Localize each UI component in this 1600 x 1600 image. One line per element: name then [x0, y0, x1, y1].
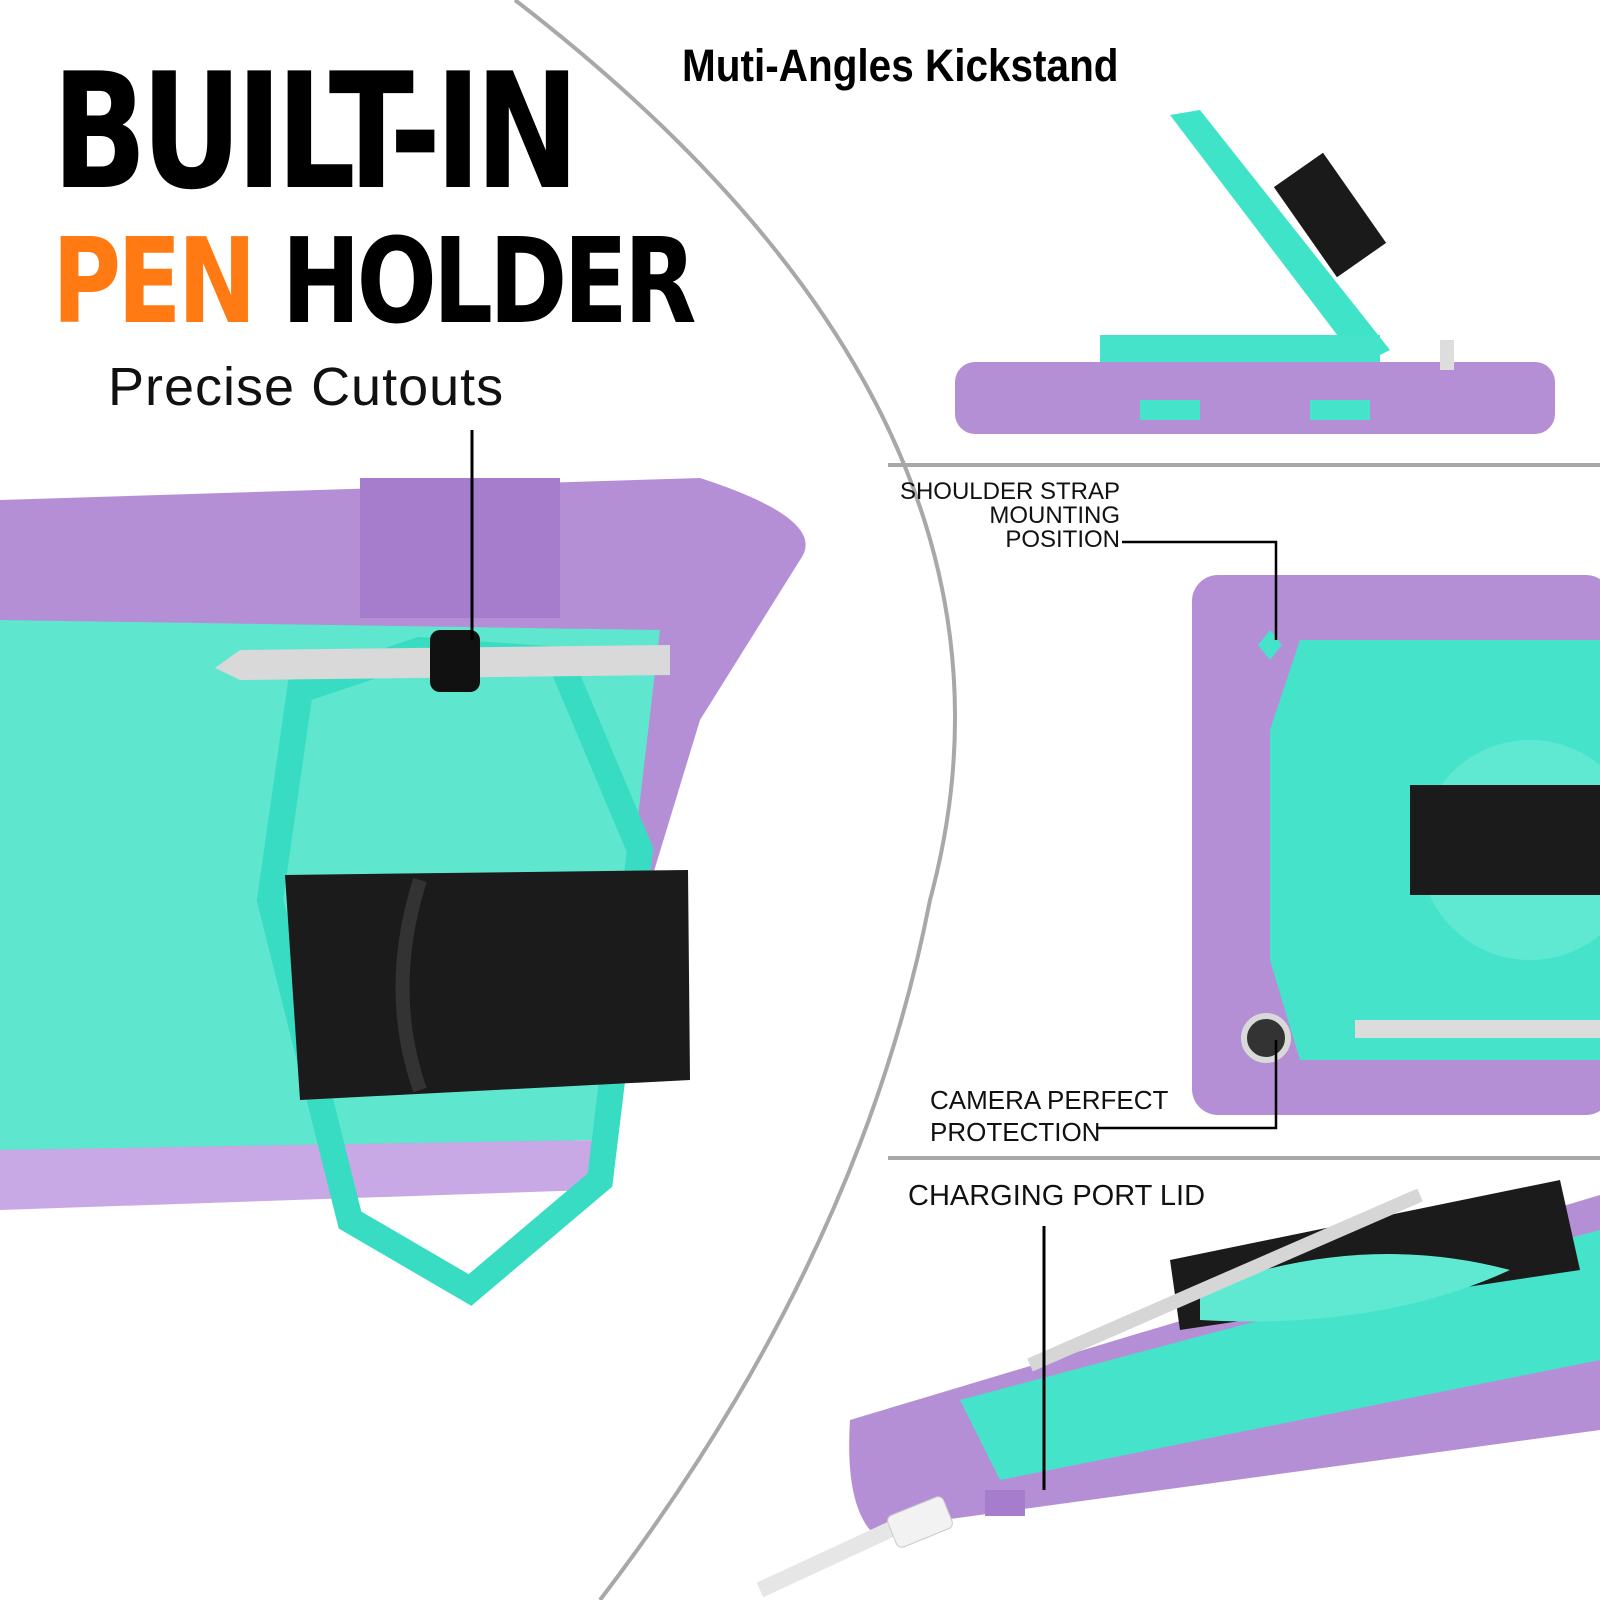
label-line: SHOULDER STRAP: [899, 478, 1120, 505]
charging-label: CHARGING PORT LID: [908, 1180, 1206, 1212]
label-line: CAMERA PERFECT: [930, 1085, 1169, 1115]
label-line: PROTECTION: [930, 1117, 1101, 1147]
shoulder-strap-label: SHOULDER STRAP MOUNTING POSITION: [880, 480, 1120, 552]
label-line: MOUNTING: [989, 502, 1120, 529]
subtitle: Precise Cutouts: [108, 357, 505, 417]
headline-rest: HOLDER: [281, 212, 697, 350]
camera-label: CAMERA PERFECT PROTECTION: [930, 1084, 1168, 1148]
divider-arc: [513, 0, 957, 1600]
label-line: POSITION: [1005, 526, 1120, 553]
camera-pointer: [1096, 1040, 1278, 1130]
charging-render: [756, 1180, 1600, 1598]
headline-accent: PEN: [52, 212, 257, 350]
kickstand-render: [955, 110, 1555, 434]
headline-pen-holder: PEN HOLDER: [52, 222, 697, 340]
main-case-render: [0, 478, 806, 1306]
kickstand-title: Muti-Angles Kickstand: [682, 40, 1119, 91]
shoulder-strap-pointer: [1122, 540, 1278, 640]
headline-built-in: BUILT-IN: [52, 38, 580, 225]
back-view-render: [1192, 575, 1600, 1115]
